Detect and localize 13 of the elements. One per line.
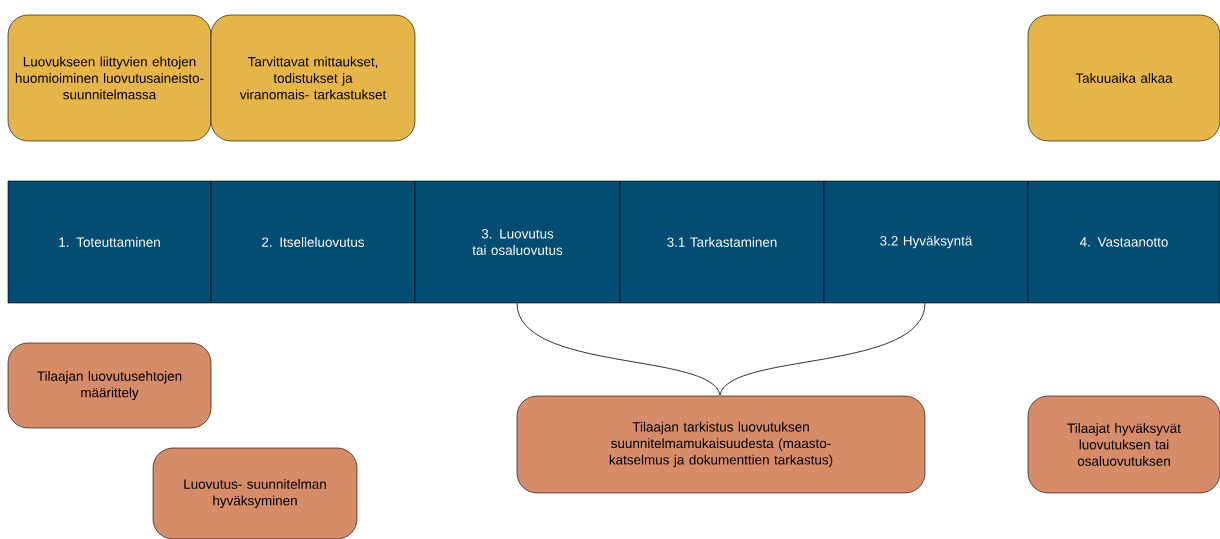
phase-cell: 1. Toteuttaminen [7,180,212,304]
phase-cell: 2. Itselleluovutus [210,180,416,304]
phase-cell: 3. Luovutus tai osaluovutus [414,180,621,304]
note-box: Tarvittavat mittaukset, todistukset ja viranomais- tarkastukset [210,14,416,142]
phase-cell: 4. Vastaanotto [1027,180,1220,304]
task-box: Tilaajan tarkistus luovutuksen suunnitelmamukaisuudesta (maasto- katselmus ja dokumenttien tarkastus) [516,395,926,494]
phase-cell: 3.2 Hyväksyntä [823,180,1029,304]
task-box: Luovutus- suunnitelman hyväksyminen [152,447,358,539]
phase-cell: 3.1 Tarkastaminen [619,180,825,304]
note-box: Takuuaika alkaa [1027,14,1220,142]
task-box: Tilaajat hyväksyvät luovutuksen tai osaluovutuksen [1027,395,1220,494]
note-box: Luovukseen liittyvien ehtojen huomioiminen luovutusaineisto- suunnitelmassa [7,14,212,142]
task-box: Tilaajan luovutusehtojen määrittely [7,342,212,429]
